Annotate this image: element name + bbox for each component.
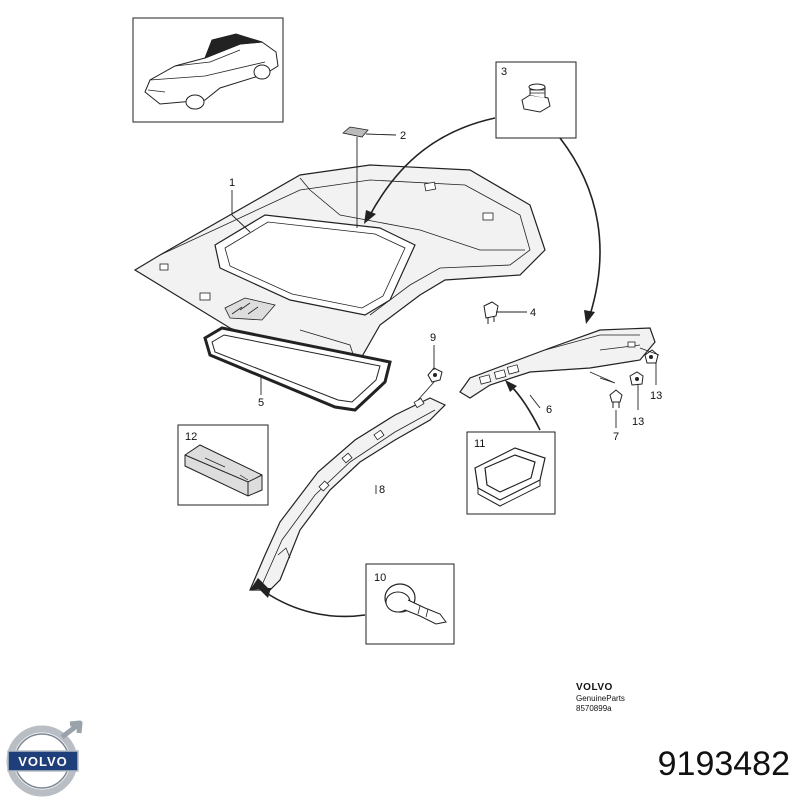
callout-13-lower: 13 — [632, 416, 644, 428]
headliner-part — [133, 164, 546, 371]
car-overview-inset — [132, 17, 284, 123]
callout-6: 6 — [546, 404, 552, 416]
brand-name: VOLVO — [576, 682, 613, 693]
inset-box-10 — [365, 563, 455, 645]
arrowheads — [258, 210, 595, 598]
callout-2: 2 — [400, 130, 406, 142]
arrow-10-to-pillar — [264, 591, 366, 618]
pad-part-2 — [342, 126, 369, 138]
clip-part-13-lower — [629, 371, 644, 386]
callout-11: 11 — [474, 438, 485, 450]
callout-8: 8 — [379, 484, 385, 496]
arrows — [264, 117, 601, 618]
callout-5: 5 — [258, 397, 264, 409]
a-pillar-trim-part — [249, 397, 447, 591]
drawing-code: 8570899a — [576, 704, 612, 713]
leader-lines — [231, 133, 660, 494]
callout-7: 7 — [613, 431, 619, 443]
inset-box-11 — [466, 431, 556, 515]
volvo-logo-text: VOLVO — [18, 754, 68, 769]
clip-part-9 — [427, 367, 443, 383]
arrow-11-to-trim — [509, 384, 541, 431]
callout-9: 9 — [430, 332, 436, 344]
callout-10: 10 — [374, 572, 386, 584]
volvo-logo: VOLVO — [6, 720, 83, 797]
inset-box-12 — [177, 424, 269, 506]
arrow-3-to-trim — [559, 137, 601, 316]
screw-part-7 — [609, 389, 623, 408]
arrow-3-to-headliner — [369, 117, 496, 216]
callout-1: 1 — [229, 177, 235, 189]
sunroof-seal-part — [203, 326, 392, 412]
inset-box-3 — [495, 61, 577, 139]
callout-3: 3 — [501, 66, 507, 78]
part-number: 9193482 — [658, 745, 790, 783]
clip-part-4 — [483, 301, 499, 324]
callout-13-upper: 13 — [650, 390, 662, 402]
callout-12: 12 — [185, 431, 197, 443]
callout-4: 4 — [530, 307, 536, 319]
trim-panel-part-6 — [459, 327, 656, 399]
brand-subtitle: GenuineParts — [576, 694, 625, 703]
